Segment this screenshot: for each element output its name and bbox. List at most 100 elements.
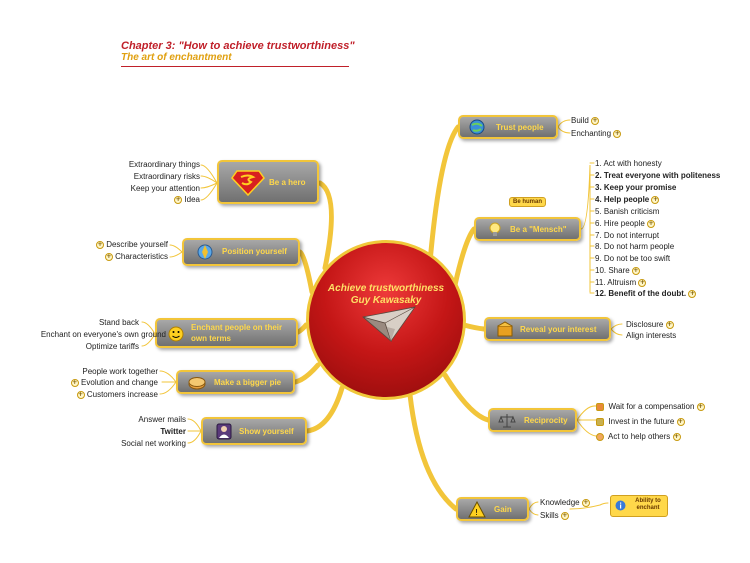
lightbulb-icon bbox=[489, 222, 501, 236]
topic-label: Be a hero bbox=[269, 178, 306, 187]
expand-icon[interactable]: + bbox=[560, 511, 569, 520]
subtopic-act-with-honesty[interactable]: 1. Act with honesty bbox=[595, 159, 662, 168]
expand-icon[interactable]: + bbox=[591, 116, 600, 125]
gift-box-icon bbox=[497, 321, 513, 337]
smiley-face-icon bbox=[168, 326, 184, 342]
topic-show-yourself[interactable]: Show yourself bbox=[201, 417, 307, 445]
subtopic-social-networking[interactable]: Social net working bbox=[121, 439, 186, 448]
topic-enchant-people[interactable]: Enchant people on their own terms bbox=[155, 318, 298, 348]
subtopic-wait-compensation[interactable]: Wait for a compensation + bbox=[596, 402, 705, 412]
expand-icon[interactable]: + bbox=[104, 252, 113, 261]
topic-label: Gain bbox=[494, 505, 512, 514]
subtopic-do-not-harm[interactable]: 8. Do not harm people bbox=[595, 242, 675, 251]
subtopic-keep-attention[interactable]: Keep your attention bbox=[130, 184, 200, 193]
subtopic-idea[interactable]: + Idea bbox=[174, 195, 200, 204]
superman-shield-icon bbox=[231, 170, 265, 196]
people-icon bbox=[596, 432, 604, 441]
warning-sign-icon: ! bbox=[468, 501, 486, 518]
page-subtitle: The art of enchantment bbox=[121, 52, 232, 63]
branch-line-reveal bbox=[461, 322, 487, 332]
expand-icon[interactable]: + bbox=[76, 390, 85, 399]
subtopic-stand-back[interactable]: Stand back bbox=[98, 318, 139, 327]
subtopic-banish-criticism[interactable]: 5. Banish criticism bbox=[595, 207, 660, 216]
subtopic-do-not-interrupt[interactable]: 7. Do not interrupt bbox=[595, 231, 660, 240]
central-topic-line2: Guy Kawasaky bbox=[350, 295, 422, 306]
paper-airplane-icon bbox=[362, 306, 416, 343]
person-portrait-icon bbox=[216, 423, 232, 440]
compass-globe-icon bbox=[197, 244, 213, 260]
subtopic-help-people[interactable]: 4. Help people + bbox=[595, 195, 660, 204]
subtopic-answer-mails[interactable]: Answer mails bbox=[138, 415, 186, 424]
topic-label: Make a bigger pie bbox=[214, 378, 282, 387]
topic-be-hero[interactable]: Be a hero bbox=[217, 160, 319, 204]
subtopic-invest-future[interactable]: Invest in the future + bbox=[596, 417, 685, 427]
subtopic-disclosure[interactable]: Disclosure + bbox=[626, 320, 674, 329]
subtopic-extraordinary-risks[interactable]: Extraordinary risks bbox=[133, 172, 200, 181]
expand-icon[interactable]: + bbox=[676, 417, 685, 426]
expand-icon[interactable]: + bbox=[696, 402, 705, 411]
topic-label: Be a "Mensch" bbox=[510, 225, 567, 234]
topic-label: Show yourself bbox=[239, 427, 294, 436]
pie-icon bbox=[188, 377, 206, 390]
branch-line-enchant bbox=[295, 322, 309, 335]
topic-gain[interactable]: ! Gain bbox=[456, 497, 529, 521]
topic-label: Trust people bbox=[496, 123, 544, 132]
subtopic-benefit-of-doubt[interactable]: 12. Benefit of the doubt. + bbox=[595, 289, 697, 298]
expand-icon[interactable]: + bbox=[174, 195, 183, 204]
branch-line-pie bbox=[292, 362, 321, 385]
subtopic-align-interests[interactable]: Align interests bbox=[626, 331, 677, 340]
subtopic-extraordinary-things[interactable]: Extraordinary things bbox=[128, 160, 200, 169]
svg-text:!: ! bbox=[475, 508, 478, 517]
topic-bigger-pie[interactable]: Make a bigger pie bbox=[176, 370, 295, 394]
expand-icon[interactable]: + bbox=[665, 320, 674, 329]
topic-label: Enchant people on their own terms bbox=[191, 323, 283, 343]
expand-icon[interactable]: + bbox=[95, 240, 104, 249]
topic-be-mensch[interactable]: Be a "Mensch" bbox=[474, 217, 581, 241]
topic-label: Reciprocity bbox=[524, 416, 568, 425]
subtopic-enchant-own-ground[interactable]: Enchant on everyone's own ground bbox=[40, 330, 166, 339]
central-topic-line1: Achieve trustworthiness bbox=[327, 283, 445, 294]
expand-icon[interactable]: + bbox=[672, 432, 681, 441]
subtopic-keep-promise[interactable]: 3. Keep your promise bbox=[595, 183, 677, 192]
info-icon bbox=[615, 500, 626, 511]
expand-icon[interactable]: + bbox=[647, 219, 656, 228]
subtopic-altruism[interactable]: 11. Altruism + bbox=[595, 278, 647, 287]
subtopic-evolution-change[interactable]: + Evolution and change bbox=[70, 378, 158, 387]
topic-position-yourself[interactable]: Position yourself bbox=[182, 238, 300, 266]
topic-reciprocity[interactable]: Reciprocity bbox=[488, 408, 577, 432]
callout-ability-to-enchant[interactable]: Ability to enchant bbox=[610, 495, 668, 517]
subtopic-skills[interactable]: Skills + bbox=[540, 511, 569, 520]
subtopic-build[interactable]: Build + bbox=[571, 116, 600, 125]
subtopic-people-work-together[interactable]: People work together bbox=[82, 367, 158, 376]
coins-icon bbox=[596, 417, 604, 426]
subtopic-not-too-swift[interactable]: 9. Do not be too swift bbox=[595, 254, 671, 263]
subtopic-knowledge[interactable]: Knowledge + bbox=[540, 498, 590, 507]
topic-trust-people[interactable]: Trust people bbox=[458, 115, 558, 139]
subtopic-treat-everyone[interactable]: 2. Treat everyone with politeness bbox=[595, 171, 721, 180]
topic-label: Reveal your interest bbox=[520, 325, 597, 334]
subtopic-describe-yourself[interactable]: + Describe yourself bbox=[95, 240, 168, 249]
branch-line-show bbox=[304, 385, 345, 434]
subtopic-twitter[interactable]: Twitter bbox=[160, 427, 186, 436]
subtopic-enchanting[interactable]: Enchanting + bbox=[571, 129, 622, 138]
expand-icon[interactable]: + bbox=[651, 195, 660, 204]
subtopic-share[interactable]: 10. Share + bbox=[595, 266, 640, 275]
expand-icon[interactable]: + bbox=[581, 498, 590, 507]
subtopic-characteristics[interactable]: + Characteristics bbox=[104, 252, 168, 261]
central-topic[interactable]: Achieve trustworthiness Guy Kawasaky bbox=[306, 240, 466, 400]
topic-reveal-interest[interactable]: Reveal your interest bbox=[484, 317, 611, 341]
expand-icon[interactable]: + bbox=[638, 278, 647, 287]
branch-line-reciprocity bbox=[442, 372, 491, 423]
expand-icon[interactable]: + bbox=[613, 129, 622, 138]
subtopic-help-others[interactable]: Act to help others + bbox=[596, 432, 681, 442]
branch-line-trust bbox=[427, 124, 461, 265]
flag-icon bbox=[596, 402, 604, 411]
subtopic-customers-increase[interactable]: + Customers increase bbox=[76, 390, 158, 399]
expand-icon[interactable]: + bbox=[631, 266, 640, 275]
expand-icon[interactable]: + bbox=[70, 378, 79, 387]
subtopic-hire-people[interactable]: 6. Hire people + bbox=[595, 219, 656, 228]
label-tag-be-human: Be human bbox=[509, 197, 547, 207]
expand-icon[interactable]: + bbox=[688, 289, 697, 298]
subtopic-optimize-tariffs[interactable]: Optimize tariffs bbox=[85, 342, 139, 351]
